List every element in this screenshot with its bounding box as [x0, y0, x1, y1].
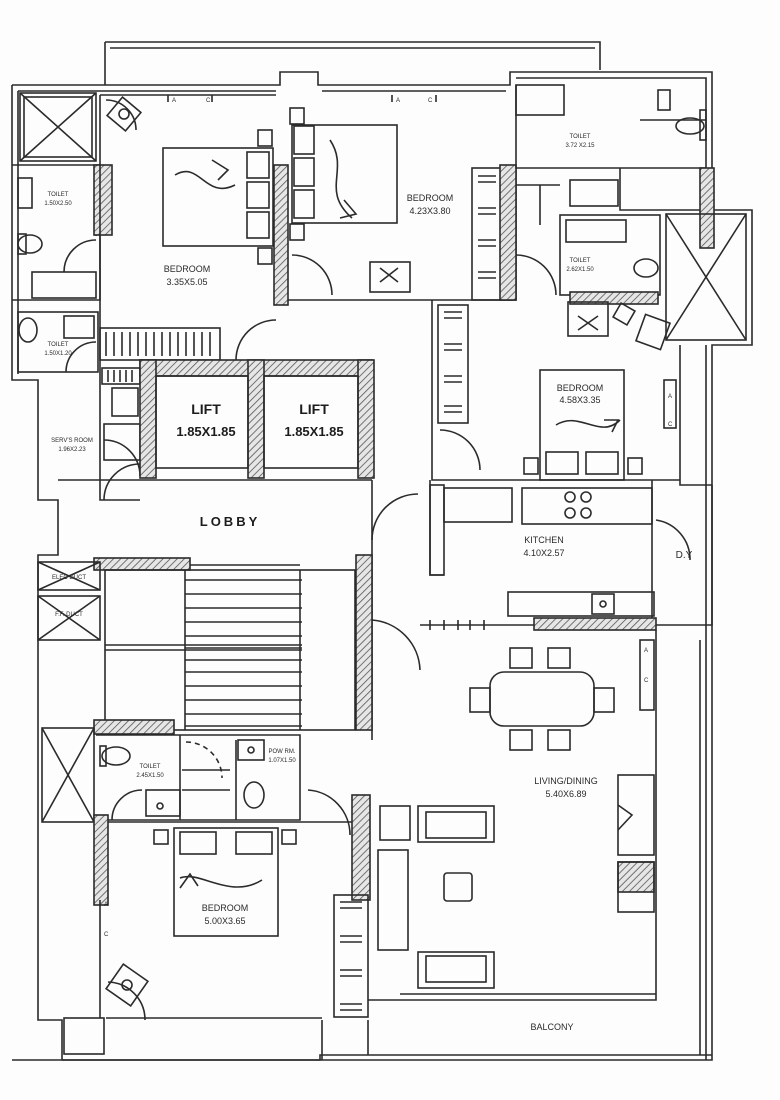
bedroom-n-size: 4.23X3.80 — [409, 206, 450, 216]
dry-label: D.Y — [676, 550, 693, 561]
toilet-nw-block — [12, 164, 113, 301]
toilet-nw-size: 1.50X2.50 — [44, 201, 72, 207]
kitchen-block — [420, 480, 713, 631]
wardrobe-mark-a: A — [668, 394, 672, 400]
servant-room-block — [99, 360, 141, 501]
toilet-w-block — [17, 311, 99, 373]
pow-rm-label: POW RM. — [269, 749, 296, 755]
lift-core — [139, 359, 375, 479]
lobby-label: LOBBY — [200, 514, 261, 529]
living-dining-furniture — [368, 630, 657, 1001]
wardrobe-mark-c: C — [104, 932, 109, 938]
wardrobe-mark-a: A — [396, 98, 400, 104]
lobby-stairs — [58, 479, 421, 740]
toilet-ne-size: 3.72 X2.15 — [565, 143, 595, 149]
toilet-e-block — [515, 214, 661, 305]
bedroom-nw-label: BEDROOM — [164, 264, 211, 274]
wardrobe-mark-c: C — [644, 678, 649, 684]
bedroom-sw-size: 5.00X3.65 — [204, 916, 245, 926]
living-size: 5.40X6.89 — [545, 789, 586, 799]
lift-1-label: LIFT — [191, 401, 221, 417]
pow-rm-size: 1.07X1.50 — [268, 758, 296, 764]
toilet-e-size: 2.62X1.50 — [566, 267, 594, 273]
toilet-sw-size: 2.45X1.50 — [136, 773, 164, 779]
bedroom-e-furniture — [431, 300, 680, 481]
elec-duct-label: ELEC DUCT — [52, 575, 86, 581]
bedroom-n-furniture — [288, 95, 512, 301]
outer-walls — [11, 41, 753, 1061]
kitchen-label: KITCHEN — [524, 535, 564, 545]
wardrobe-mark-a: A — [104, 902, 108, 908]
bedroom-nw-size: 3.35X5.05 — [166, 277, 207, 287]
lift-1-size: 1.85X1.85 — [176, 424, 235, 439]
bedroom-sw-furniture — [63, 794, 371, 1055]
bedroom-e-size: 4.58X3.35 — [559, 395, 600, 405]
kitchen-size: 4.10X2.57 — [523, 548, 564, 558]
lift-2-size: 1.85X1.85 — [284, 424, 343, 439]
toilet-w-label: TOILET — [48, 342, 69, 348]
shaft-sw — [41, 727, 95, 823]
labels: LIFT 1.85X1.85 LIFT 1.85X1.85 LOBBY ELEC… — [44, 98, 692, 1032]
bedroom-e-label: BEDROOM — [557, 383, 604, 393]
bedroom-sw-label: BEDROOM — [202, 903, 249, 913]
balcony-label: BALCONY — [530, 1022, 573, 1032]
wardrobe-mark-a: A — [644, 648, 648, 654]
bedroom-n-label: BEDROOM — [407, 193, 454, 203]
toilet-e-label: TOILET — [570, 258, 591, 264]
wardrobe-mark-a: A — [172, 98, 176, 104]
toilet-nw-label: TOILET — [48, 192, 69, 198]
living-label: LIVING/DINING — [534, 776, 598, 786]
wardrobe-mark-c: C — [668, 422, 673, 428]
fire-duct-label: F.F. DUCT — [55, 612, 83, 618]
ducts — [37, 561, 101, 641]
toilet-ne-label: TOILET — [570, 134, 591, 140]
toilet-w-size: 1.50X1.20 — [44, 351, 72, 357]
servant-room-size: 1.96X2.23 — [58, 447, 86, 453]
toilet-sw-block — [96, 734, 351, 836]
bedroom-nw-furniture — [99, 94, 277, 361]
wardrobe-mark-c: C — [428, 98, 433, 104]
toilet-ne-block — [515, 84, 715, 249]
servant-room-label: SERV'S ROOM — [51, 438, 93, 444]
toilet-sw-label: TOILET — [140, 764, 161, 770]
shaft-ne — [665, 213, 747, 341]
wardrobe-mark-c: C — [206, 98, 211, 104]
shaft-nw — [19, 92, 97, 162]
lift-2-label: LIFT — [299, 401, 329, 417]
